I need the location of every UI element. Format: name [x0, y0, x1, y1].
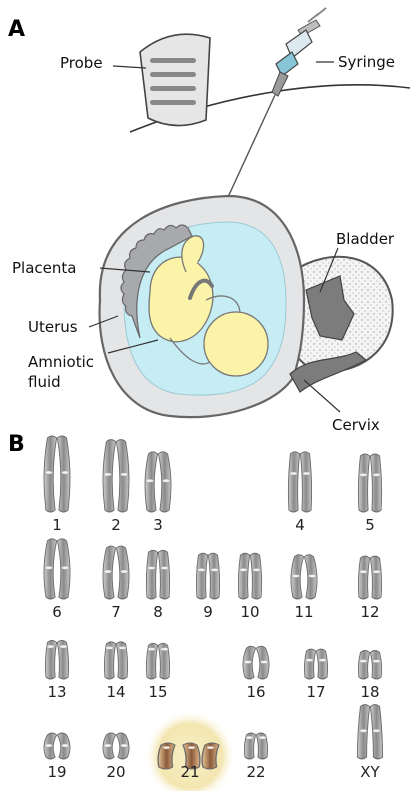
label-amniotic-1: Amniotic — [28, 353, 94, 371]
chromosome-16: 16 — [243, 646, 269, 701]
probe-icon — [140, 34, 210, 125]
chromosome-4: 4 — [288, 452, 311, 534]
chromosome-5: 5 — [358, 454, 381, 534]
chromosome-label: 3 — [153, 516, 163, 534]
chromosome-label: 8 — [153, 603, 163, 621]
chromosome-2: 2 — [103, 440, 129, 534]
label-cervix: Cervix — [332, 416, 380, 434]
chromosome-label: 4 — [295, 516, 305, 534]
chromosome-label: 19 — [47, 763, 66, 781]
chromosome-12: 12 — [358, 556, 381, 621]
chromosome-6: 6 — [44, 539, 70, 621]
chromosome-13: 13 — [45, 640, 68, 701]
chromosome-label: 13 — [47, 683, 66, 701]
chromosome-14: 14 — [104, 642, 127, 701]
chromosome-21: 21 — [144, 710, 236, 791]
chromosome-label: 14 — [106, 683, 125, 701]
chromosome-label: 22 — [246, 763, 265, 781]
chromosome-11: 11 — [291, 555, 317, 621]
chromosome-8: 8 — [146, 550, 169, 621]
chromosome-label: 17 — [306, 683, 325, 701]
label-bladder: Bladder — [336, 230, 395, 248]
chromosome-label: 7 — [111, 603, 121, 621]
chromosome-18: 18 — [358, 651, 381, 701]
chromosome-label: 11 — [294, 603, 313, 621]
chromosome-7: 7 — [103, 546, 129, 621]
label-uterus: Uterus — [28, 318, 78, 336]
chromosome-label: 10 — [240, 603, 259, 621]
chromosome-xy: XY — [357, 705, 382, 781]
chromosome-label: 20 — [106, 763, 125, 781]
chromosome-label: 6 — [52, 603, 62, 621]
label-placenta: Placenta — [12, 259, 76, 277]
chromosome-3: 3 — [145, 452, 171, 534]
chromosome-label: 18 — [360, 683, 379, 701]
label-amniotic-2: fluid — [28, 373, 61, 391]
chromosome-22: 22 — [244, 733, 267, 781]
chromosome-15: 15 — [146, 643, 169, 701]
chromosome-label: 16 — [246, 683, 265, 701]
chromosome-label: XY — [360, 763, 380, 781]
panel-letter-b: B — [8, 432, 25, 457]
chromosome-label: 21 — [180, 763, 199, 781]
chromosome-1: 1 — [44, 436, 70, 534]
panel-letter-a: A — [8, 17, 25, 42]
label-syringe: Syringe — [338, 53, 395, 71]
chromosome-label: 9 — [203, 603, 213, 621]
chromosome-label: 15 — [148, 683, 167, 701]
syringe-icon — [272, 8, 326, 96]
label-probe: Probe — [60, 54, 103, 72]
chromosome-9: 9 — [196, 553, 219, 621]
chromosome-label: 1 — [52, 516, 62, 534]
chromosome-10: 10 — [238, 553, 261, 621]
chromosome-label: 12 — [360, 603, 379, 621]
chromosome-label: 5 — [365, 516, 375, 534]
chromosome-20: 20 — [103, 733, 129, 781]
chromosome-label: 2 — [111, 516, 121, 534]
chromosome-17: 17 — [304, 649, 327, 701]
chromosome-19: 19 — [44, 733, 70, 781]
